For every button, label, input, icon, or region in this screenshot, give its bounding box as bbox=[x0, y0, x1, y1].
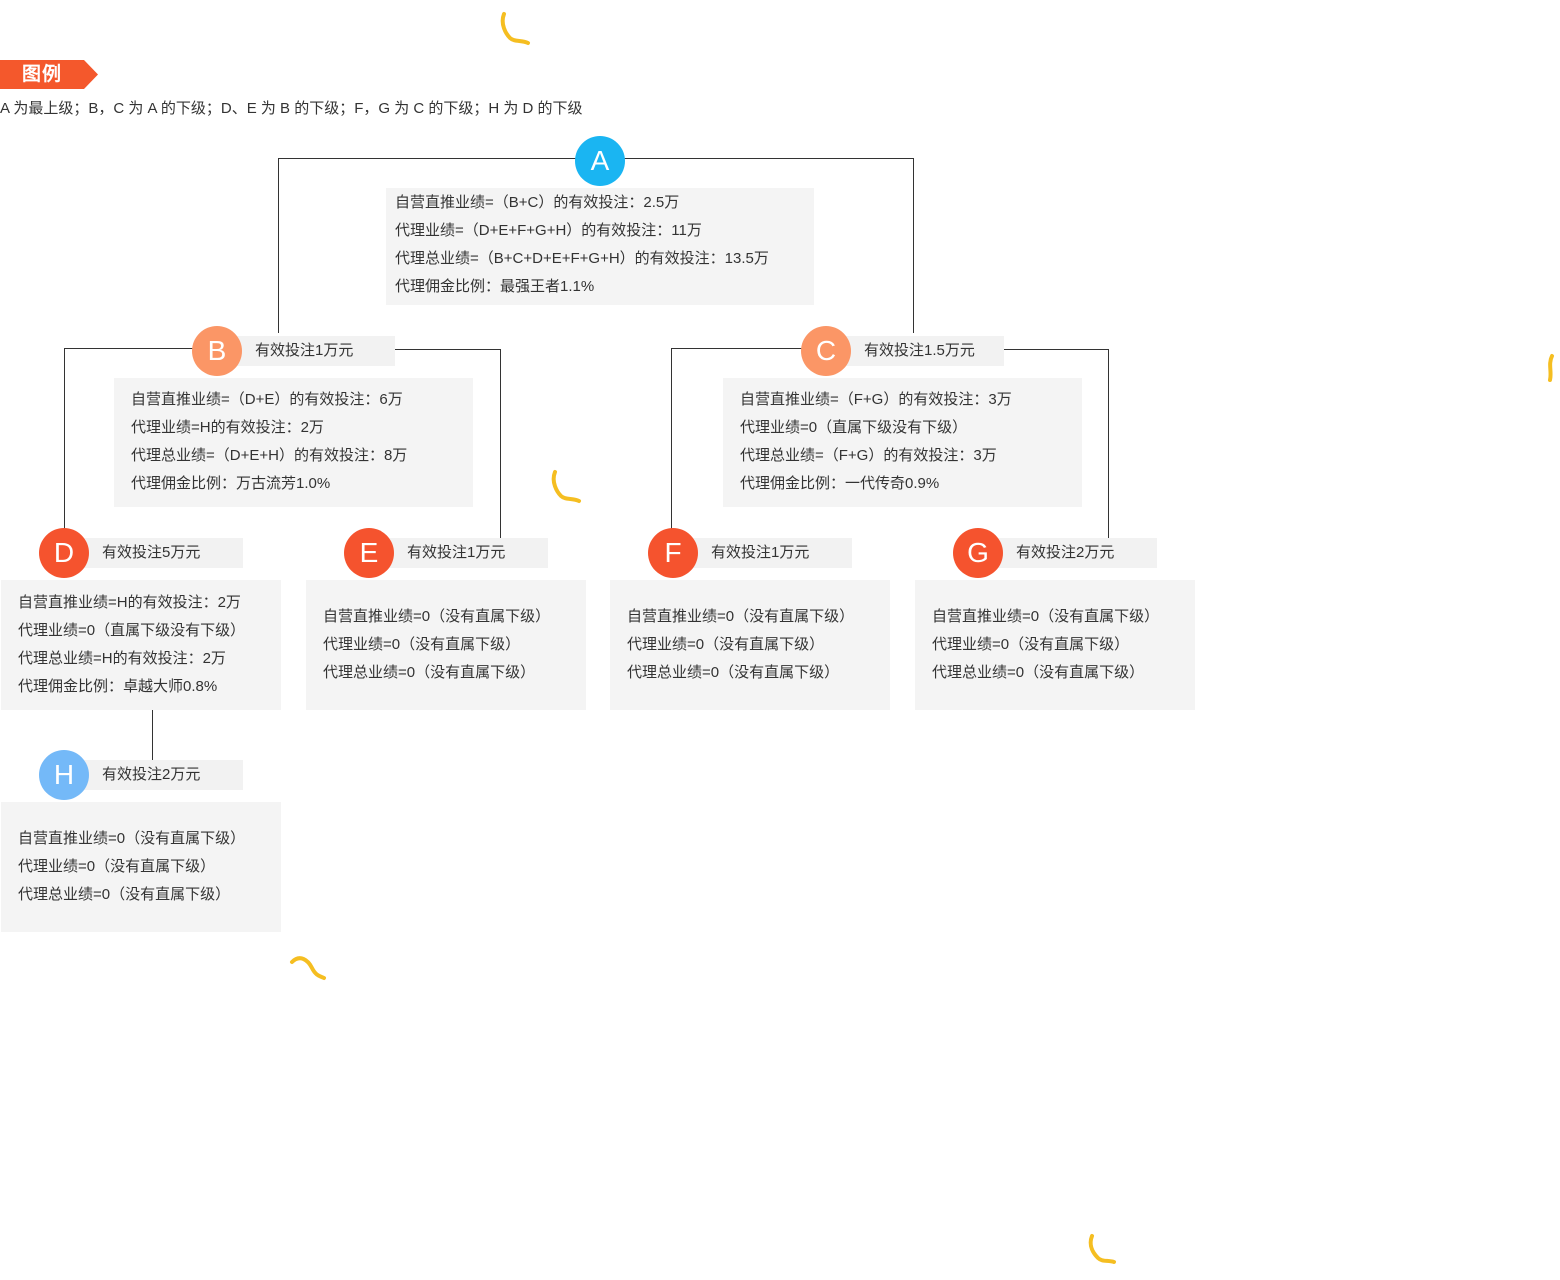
info-row: 自营直推业绩=0（没有直属下级） bbox=[932, 608, 1160, 625]
info-row: 自营直推业绩=0（没有直属下级） bbox=[18, 830, 246, 847]
node-c-circle: C bbox=[801, 326, 851, 376]
connector-a-b bbox=[278, 158, 578, 159]
info-row: 自营直推业绩=0（没有直属下级） bbox=[627, 608, 855, 625]
info-row: 代理总业绩=0（没有直属下级） bbox=[18, 886, 231, 903]
connector-a-c bbox=[622, 158, 914, 159]
legend-tag: 图例 bbox=[0, 60, 98, 89]
node-a-circle: A bbox=[575, 136, 625, 186]
info-row: 代理佣金比例：卓越大师0.8% bbox=[18, 678, 218, 695]
connector-c-g-drop bbox=[1108, 349, 1109, 539]
connector-a-c-drop bbox=[913, 158, 914, 333]
info-row: 代理佣金比例：最强王者1.1% bbox=[395, 278, 595, 295]
info-row: 代理总业绩=0（没有直属下级） bbox=[627, 664, 840, 681]
connector-b-e bbox=[395, 349, 501, 350]
info-row: 代理总业绩=H的有效投注：2万 bbox=[18, 650, 226, 667]
info-row: 代理佣金比例：万古流芳1.0% bbox=[131, 475, 331, 492]
info-row: 代理业绩=0（没有直属下级） bbox=[932, 636, 1130, 653]
legend-description: A 为最上级；B，C 为 A 的下级；D、E 为 B 的下级；F，G 为 C 的… bbox=[0, 100, 583, 117]
node-f-label: 有效投注1万元 bbox=[671, 538, 852, 568]
info-row: 代理业绩=0（直属下级没有下级） bbox=[740, 419, 968, 436]
info-row: 代理业绩=H的有效投注：2万 bbox=[131, 419, 324, 436]
info-row: 代理业绩=（D+E+F+G+H）的有效投注：11万 bbox=[395, 222, 702, 239]
info-row: 代理业绩=0（没有直属下级） bbox=[323, 636, 521, 653]
info-row: 代理业绩=0（直属下级没有下级） bbox=[18, 622, 246, 639]
node-e-label: 有效投注1万元 bbox=[367, 538, 548, 568]
info-row: 自营直推业绩=H的有效投注：2万 bbox=[18, 594, 241, 611]
info-row: 代理总业绩=0（没有直属下级） bbox=[932, 664, 1145, 681]
node-g-circle: G bbox=[953, 528, 1003, 578]
info-row: 自营直推业绩=（B+C）的有效投注：2.5万 bbox=[395, 194, 680, 211]
ribbon-decoration bbox=[551, 470, 581, 503]
info-row: 代理总业绩=（F+G）的有效投注：3万 bbox=[740, 447, 997, 464]
node-b-circle: B bbox=[192, 326, 242, 376]
info-row: 代理总业绩=（D+E+H）的有效投注：8万 bbox=[131, 447, 408, 464]
info-row: 自营直推业绩=（F+G）的有效投注：3万 bbox=[740, 391, 1012, 408]
node-b-label: 有效投注1万元 bbox=[215, 336, 395, 366]
connector-c-g bbox=[1004, 349, 1109, 350]
node-f-circle: F bbox=[648, 528, 698, 578]
node-g-label: 有效投注2万元 bbox=[976, 538, 1157, 568]
connector-d-h bbox=[152, 710, 153, 762]
connector-b-d bbox=[64, 348, 194, 349]
node-c-info-box: 自营直推业绩=（F+G）的有效投注：3万代理业绩=0（直属下级没有下级） 代理总业… bbox=[723, 378, 1082, 507]
info-row: 代理业绩=0（没有直属下级） bbox=[627, 636, 825, 653]
node-h-label: 有效投注2万元 bbox=[62, 760, 243, 790]
node-h-info-box: 自营直推业绩=0（没有直属下级） 代理业绩=0（没有直属下级） 代理总业绩=0（没有… bbox=[1, 802, 281, 932]
ribbon-decoration bbox=[500, 12, 530, 45]
node-g-info-box: 自营直推业绩=0（没有直属下级） 代理业绩=0（没有直属下级） 代理总业绩=0（没有… bbox=[915, 580, 1195, 710]
node-c-label: 有效投注1.5万元 bbox=[824, 336, 1004, 366]
node-d-info-box: 自营直推业绩=H的有效投注：2万代理业绩=0（直属下级没有下级） 代理总业绩=H的… bbox=[1, 580, 281, 710]
node-a-info-box: 自营直推业绩=（B+C）的有效投注：2.5万代理业绩=（D+E+F+G+H）的有… bbox=[386, 188, 814, 305]
info-row: 代理总业绩=（B+C+D+E+F+G+H）的有效投注：13.5万 bbox=[395, 250, 769, 267]
ribbon-decoration bbox=[1088, 1234, 1116, 1264]
info-row: 代理总业绩=0（没有直属下级） bbox=[323, 664, 536, 681]
ribbon-decoration bbox=[290, 956, 326, 980]
info-row: 代理业绩=0（没有直属下级） bbox=[18, 858, 216, 875]
info-row: 代理佣金比例：一代传奇0.9% bbox=[740, 475, 940, 492]
ribbon-decoration bbox=[1548, 354, 1554, 382]
connector-b-d-drop bbox=[64, 348, 65, 530]
info-row: 自营直推业绩=0（没有直属下级） bbox=[323, 608, 551, 625]
node-b-info-box: 自营直推业绩=（D+E）的有效投注：6万代理业绩=H的有效投注：2万代理总业绩=… bbox=[114, 378, 473, 507]
node-f-info-box: 自营直推业绩=0（没有直属下级） 代理业绩=0（没有直属下级） 代理总业绩=0（没有… bbox=[610, 580, 890, 710]
node-e-circle: E bbox=[344, 528, 394, 578]
connector-c-f-drop bbox=[671, 348, 672, 530]
node-d-circle: D bbox=[39, 528, 89, 578]
node-h-circle: H bbox=[39, 750, 89, 800]
connector-c-f bbox=[671, 348, 803, 349]
node-e-info-box: 自营直推业绩=0（没有直属下级） 代理业绩=0（没有直属下级） 代理总业绩=0（没有… bbox=[306, 580, 586, 710]
info-row: 自营直推业绩=（D+E）的有效投注：6万 bbox=[131, 391, 403, 408]
connector-b-e-drop bbox=[500, 349, 501, 539]
node-d-label: 有效投注5万元 bbox=[62, 538, 243, 568]
connector-a-b-drop bbox=[278, 158, 279, 333]
